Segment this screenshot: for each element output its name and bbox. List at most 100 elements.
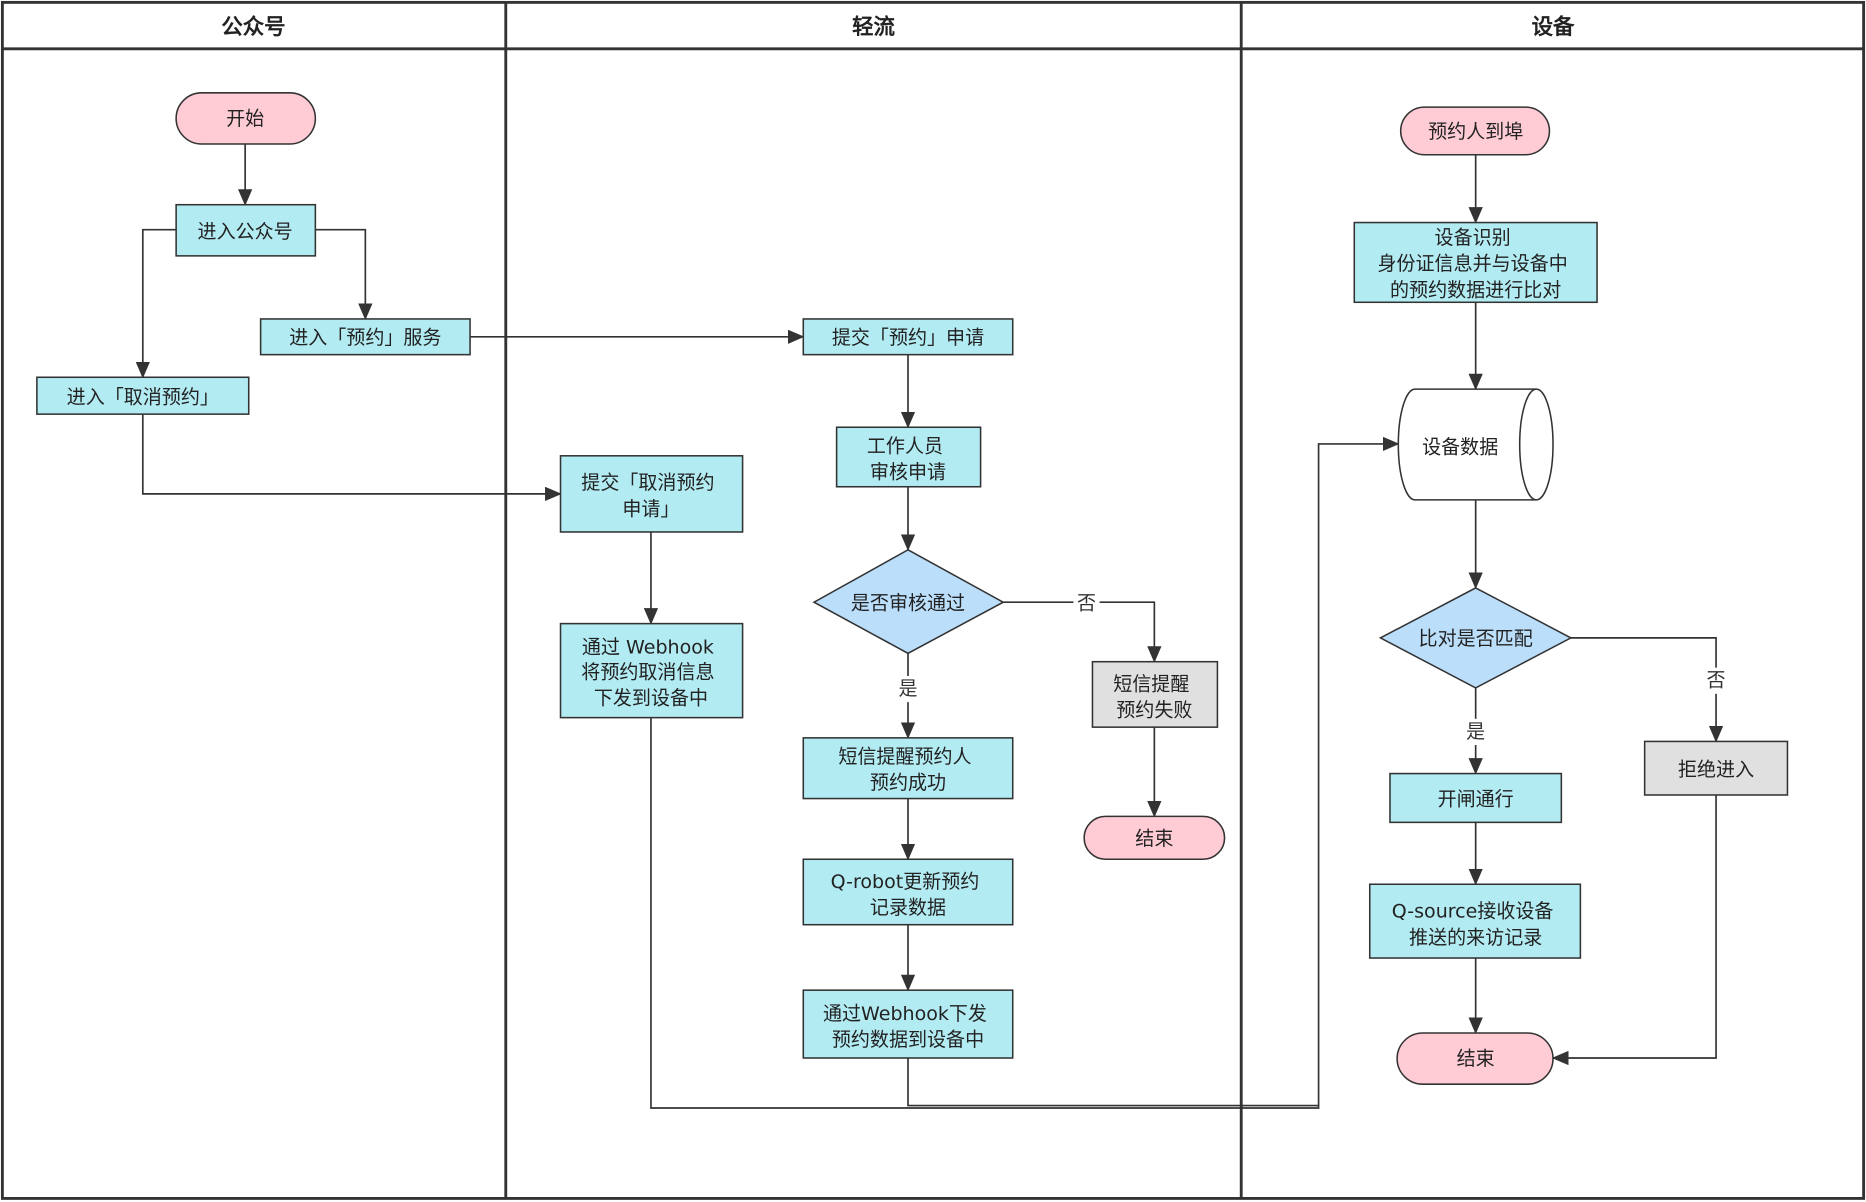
terminal-shape [1396, 1032, 1554, 1085]
node-label: 短信提醒 预约失败 [1113, 673, 1195, 721]
node-label-line: 将预约取消信息 [581, 661, 714, 683]
node-sms-booking-failed: 短信提醒 预约失败 [1091, 660, 1219, 728]
edge-review-no [1003, 601, 1162, 663]
node-label-line: 的预约数据进行比对 [1390, 279, 1561, 301]
edge-label-background [894, 675, 922, 703]
node-label-line: 预约数据到设备中 [832, 1029, 984, 1051]
process-shape [36, 376, 250, 415]
node-label-line: 预约人到埠 [1428, 121, 1523, 143]
node-label-line: 拒绝进入 [1678, 759, 1754, 781]
storage-cylinder-rim [1518, 388, 1537, 501]
node-label-line: 下发到设备中 [594, 688, 708, 710]
node-submit-cancel-request: 提交「取消预约 申请」 [559, 455, 744, 533]
node-label: 是否审核通过 [851, 592, 965, 614]
node-label-line: 进入公众号 [198, 221, 293, 243]
terminal-shape [1399, 106, 1551, 156]
edge-webhook-cancel-to-device-data [650, 436, 1400, 1109]
node-qrobot-update-records: Q-robot更新预约 记录数据 [802, 858, 1014, 926]
node-label: 提交「预约」申请 [832, 327, 984, 349]
node-visitor-arrival: 预约人到埠 [1399, 106, 1551, 156]
node-label-line: 提交「取消预约 [581, 472, 714, 494]
decision-shape [812, 548, 1005, 655]
node-sms-booking-success: 短信提醒预约人 预约成功 [802, 737, 1014, 800]
node-label-line: 进入「预约」服务 [289, 327, 441, 349]
node-label-line: 开闸通行 [1438, 789, 1514, 811]
decision-shape [1378, 587, 1573, 689]
node-start: 开始 [175, 92, 317, 145]
node-label: 设备数据 [1422, 436, 1498, 458]
node-label-line: 预约成功 [870, 772, 946, 794]
node-end-review-failed: 结束 [1083, 815, 1226, 861]
edge-reject-to-end [1551, 794, 1717, 1066]
node-label-line: 结束 [1457, 1048, 1495, 1070]
node-label: Q-source接收设备 推送的来访记录 [1392, 901, 1560, 949]
node-label: 通过Webhook下发 预约数据到设备中 [823, 1003, 993, 1051]
edge-label-match-yes: 是 [1462, 718, 1489, 746]
node-label-line: 身份证信息并与设备中 [1377, 253, 1567, 275]
node-label-line: 是否审核通过 [851, 592, 965, 614]
node-label: 结束 [1457, 1048, 1495, 1070]
node-label: 进入公众号 [198, 221, 293, 243]
node-label-line: 短信提醒 [1113, 673, 1189, 695]
node-label: 提交「取消预约 申请」 [581, 472, 720, 520]
node-device-identify: 设备识别 身份证信息并与设备中 的预约数据进行比对 [1353, 221, 1598, 304]
edge-match-no [1570, 637, 1724, 743]
node-webhook-cancel: 通过 Webhook 将预约取消信息 下发到设备中 [559, 622, 744, 719]
node-staff-review: 工作人员 审核申请 [835, 426, 982, 488]
node-label-line: 工作人员 [867, 435, 943, 457]
node-label-line: 进入「取消预约」 [67, 386, 219, 408]
node-label-line: 设备数据 [1422, 436, 1498, 458]
edge-label-match-no: 否 [1702, 667, 1730, 694]
node-label-line: Q-source接收设备 [1392, 901, 1554, 923]
edge-label-background [1073, 590, 1100, 617]
process-shape [835, 426, 982, 488]
node-label: Q-robot更新预约 记录数据 [831, 871, 986, 919]
node-submit-booking-request: 提交「预约」申请 [802, 318, 1014, 356]
node-label: 进入「预约」服务 [289, 327, 441, 349]
node-end-device: 结束 [1396, 1032, 1554, 1085]
process-shape [802, 989, 1014, 1059]
node-label-line: 审核申请 [870, 461, 946, 483]
node-reject-entry: 拒绝进入 [1643, 740, 1789, 796]
edge-enter-account-to-enter-cancel [135, 228, 177, 379]
edge-webhook-push-to-device-data [907, 1057, 1319, 1107]
node-enter-official-account: 进入公众号 [175, 203, 317, 257]
node-label: 开始 [226, 108, 264, 130]
node-enter-cancel-booking: 进入「取消预约」 [36, 376, 250, 415]
node-label-line: 设备识别 [1435, 227, 1511, 249]
process-shape [802, 318, 1014, 356]
lane-title-qingliu: 轻流 [852, 14, 895, 40]
edge-label-text: 是 [898, 678, 917, 700]
node-label-line: 通过 Webhook [582, 636, 714, 658]
node-qsource-receive-records: Q-source接收设备 推送的来访记录 [1368, 883, 1582, 959]
node-label: 拒绝进入 [1678, 759, 1754, 781]
node-label-line: 短信提醒预约人 [838, 746, 971, 768]
edge-label-review-yes: 是 [894, 675, 922, 703]
process-shape [1389, 772, 1563, 824]
node-label: 进入「取消预约」 [67, 386, 219, 408]
terminal-shape [1083, 815, 1226, 861]
node-webhook-push-to-device: 通过Webhook下发 预约数据到设备中 [802, 989, 1014, 1059]
node-label: 通过 Webhook 将预约取消信息 下发到设备中 [581, 636, 720, 709]
node-label-line: 通过Webhook下发 [823, 1003, 987, 1025]
node-label-line: 申请」 [622, 498, 679, 520]
node-label: 短信提醒预约人 预约成功 [838, 746, 977, 794]
node-label: 设备识别 身份证信息并与设备中 的预约数据进行比对 [1377, 227, 1573, 301]
node-device-data-storage: 设备数据 [1397, 388, 1554, 501]
alt-process-shape [1643, 740, 1789, 796]
node-label-line: 记录数据 [870, 897, 946, 919]
edge-label-review-no: 否 [1073, 590, 1100, 617]
edge-enter-cancel-to-submit-cancel [141, 414, 562, 502]
process-shape [559, 455, 744, 533]
node-label: 结束 [1135, 828, 1173, 850]
edge-label-text: 是 [1466, 721, 1485, 743]
edges [135, 144, 1724, 1109]
edge-enter-account-to-enter-booking [315, 228, 373, 321]
edge-label-text: 否 [1077, 592, 1096, 614]
process-shape [259, 318, 471, 356]
terminal-shape [175, 92, 317, 145]
process-shape [1368, 883, 1582, 959]
node-label-line: 推送的来访记录 [1409, 927, 1542, 949]
node-label: 比对是否匹配 [1419, 628, 1533, 650]
